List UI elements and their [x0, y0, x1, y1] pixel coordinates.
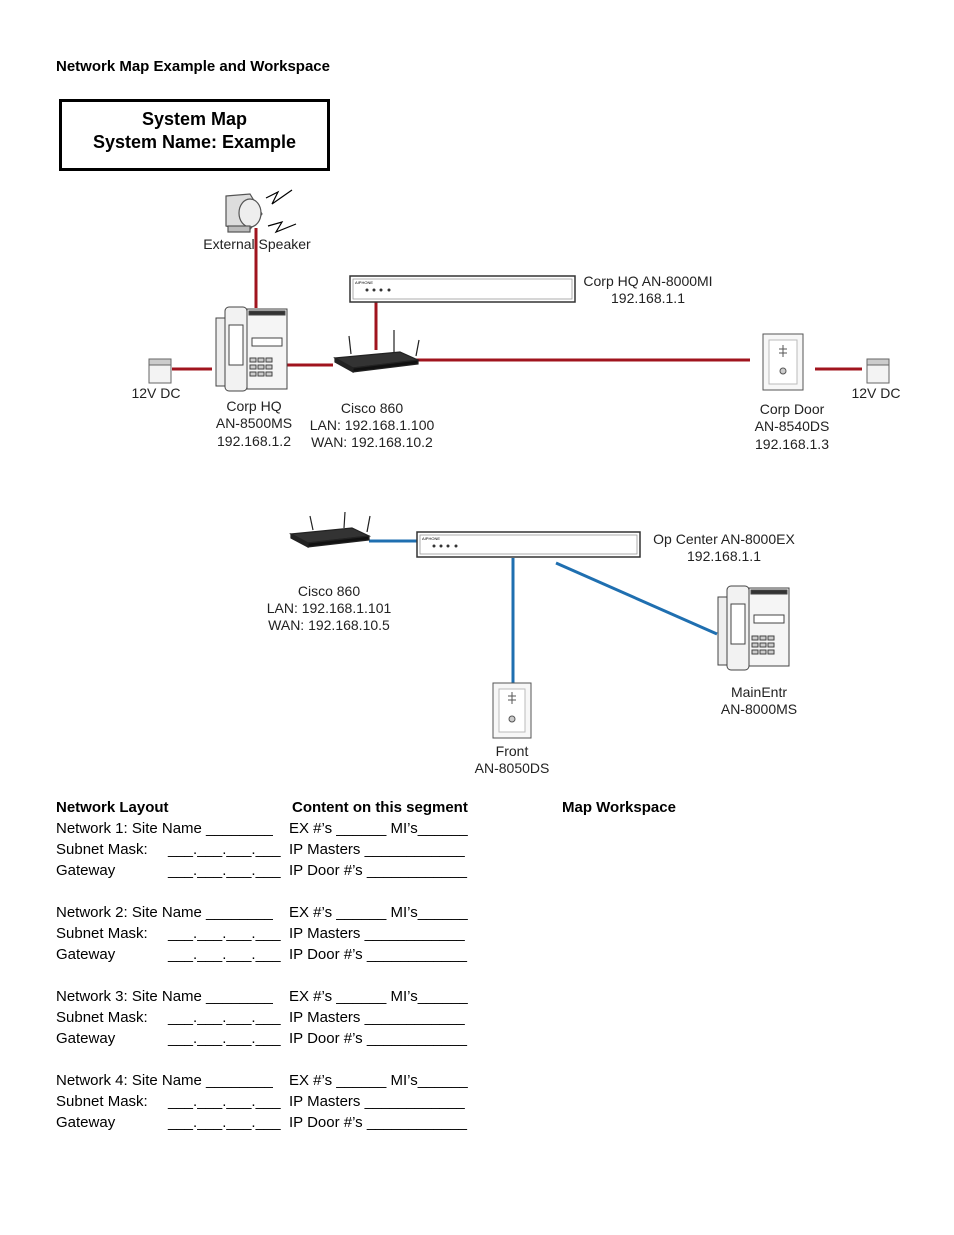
subnet-mask-field[interactable]: ___.___.___.___	[168, 841, 281, 858]
cisco-op-label-2: LAN: 192.168.1.101	[267, 600, 392, 616]
gateway-label: Gateway	[56, 862, 116, 879]
subnet-mask-label: Subnet Mask:	[56, 1093, 148, 1110]
header-map-workspace: Map Workspace	[562, 799, 676, 816]
gateway-label: Gateway	[56, 946, 116, 963]
op-center-server-icon	[416, 531, 641, 558]
site-name-field[interactable]: Network 3: Site Name ________	[56, 988, 273, 1005]
ex-mi-field[interactable]: EX #’s ______ MI’s______	[289, 1072, 468, 1089]
cisco-hq-label-3: WAN: 192.168.10.2	[311, 434, 433, 450]
gateway-field[interactable]: ___.___.___.___	[168, 1114, 281, 1131]
network-diagram: External Speaker AIPHONE Corp HQ AN-8000…	[131, 189, 901, 776]
subnet-mask-field[interactable]: ___.___.___.___	[168, 1009, 281, 1026]
ip-masters-field[interactable]: IP Masters ____________	[289, 1009, 465, 1026]
subnet-mask-label: Subnet Mask:	[56, 841, 148, 858]
cisco-op-label-1: Cisco 860	[298, 583, 360, 599]
cisco-op-label-3: WAN: 192.168.10.5	[268, 617, 390, 633]
system-name: System Name: Example	[92, 132, 297, 152]
cisco-hq-label-1: Cisco 860	[341, 400, 403, 416]
corp-door-label-3: 192.168.1.3	[755, 436, 829, 452]
master-station-mainentr-icon	[717, 585, 790, 671]
site-name-field[interactable]: Network 2: Site Name ________	[56, 904, 273, 921]
front-label-2: AN-8050DS	[475, 760, 550, 776]
ip-door-field[interactable]: IP Door #’s ____________	[289, 862, 467, 879]
gateway-field[interactable]: ___.___.___.___	[168, 862, 281, 879]
op-center-label-1: Op Center AN-8000EX	[653, 531, 795, 547]
mainentr-label-2: AN-8000MS	[721, 701, 797, 717]
op-center-brand: AIPHONE	[422, 536, 440, 541]
door-station-corp-icon	[762, 333, 804, 391]
mainentr-label-1: MainEntr	[731, 684, 787, 700]
header-network-layout: Network Layout	[56, 799, 169, 816]
hq-master-label-3: 192.168.1.2	[217, 433, 291, 449]
hq-server-label-2: 192.168.1.1	[611, 290, 685, 306]
dc-left-label: 12V DC	[131, 385, 180, 401]
header-content-segment: Content on this segment	[292, 799, 468, 816]
site-name-field[interactable]: Network 4: Site Name ________	[56, 1072, 273, 1089]
ip-masters-field[interactable]: IP Masters ____________	[289, 841, 465, 858]
ip-masters-field[interactable]: IP Masters ____________	[289, 1093, 465, 1110]
page-title: Network Map Example and Workspace	[56, 58, 330, 75]
corp-door-label-1: Corp Door	[760, 401, 825, 417]
gateway-label: Gateway	[56, 1030, 116, 1047]
door-station-front-icon	[492, 682, 532, 739]
subnet-mask-label: Subnet Mask:	[56, 925, 148, 942]
ex-mi-field[interactable]: EX #’s ______ MI’s______	[289, 904, 468, 921]
router-hq-icon	[333, 330, 421, 374]
ip-door-field[interactable]: IP Door #’s ____________	[289, 1114, 467, 1131]
ex-mi-field[interactable]: EX #’s ______ MI’s______	[289, 988, 468, 1005]
hq-server-icon	[349, 275, 576, 303]
subnet-mask-label: Subnet Mask:	[56, 1009, 148, 1026]
system-map-title: System Map	[141, 109, 248, 129]
subnet-mask-field[interactable]: ___.___.___.___	[168, 925, 281, 942]
ip-masters-field[interactable]: IP Masters ____________	[289, 925, 465, 942]
ip-door-field[interactable]: IP Door #’s ____________	[289, 946, 467, 963]
cisco-hq-label-2: LAN: 192.168.1.100	[310, 417, 435, 433]
ex-mi-field[interactable]: EX #’s ______ MI’s______	[289, 820, 468, 837]
dc-right-label: 12V DC	[851, 385, 900, 401]
hq-server-brand: AIPHONE	[355, 280, 373, 285]
corp-door-label-2: AN-8540DS	[755, 418, 830, 434]
router-op-icon	[288, 511, 372, 548]
gateway-label: Gateway	[56, 1114, 116, 1131]
gateway-field[interactable]: ___.___.___.___	[168, 946, 281, 963]
power-supply-left-icon	[148, 358, 172, 384]
hq-server-label-1: Corp HQ AN-8000MI	[583, 273, 712, 289]
link-opcenter-mainentr	[555, 561, 718, 636]
ip-door-field[interactable]: IP Door #’s ____________	[289, 1030, 467, 1047]
hq-master-label-2: AN-8500MS	[216, 415, 292, 431]
site-name-field[interactable]: Network 1: Site Name ________	[56, 820, 273, 837]
system-map-title-box: System Map System Name: Example	[59, 99, 330, 171]
power-supply-right-icon	[866, 358, 890, 384]
hq-master-label-1: Corp HQ	[226, 398, 281, 414]
op-center-label-2: 192.168.1.1	[687, 548, 761, 564]
speaker-icon	[225, 189, 297, 234]
speaker-label: External Speaker	[203, 236, 311, 252]
front-label-1: Front	[496, 743, 529, 759]
blue-links	[369, 539, 718, 683]
master-station-hq-icon	[215, 306, 288, 392]
red-links	[172, 228, 862, 371]
gateway-field[interactable]: ___.___.___.___	[168, 1030, 281, 1047]
subnet-mask-field[interactable]: ___.___.___.___	[168, 1093, 281, 1110]
